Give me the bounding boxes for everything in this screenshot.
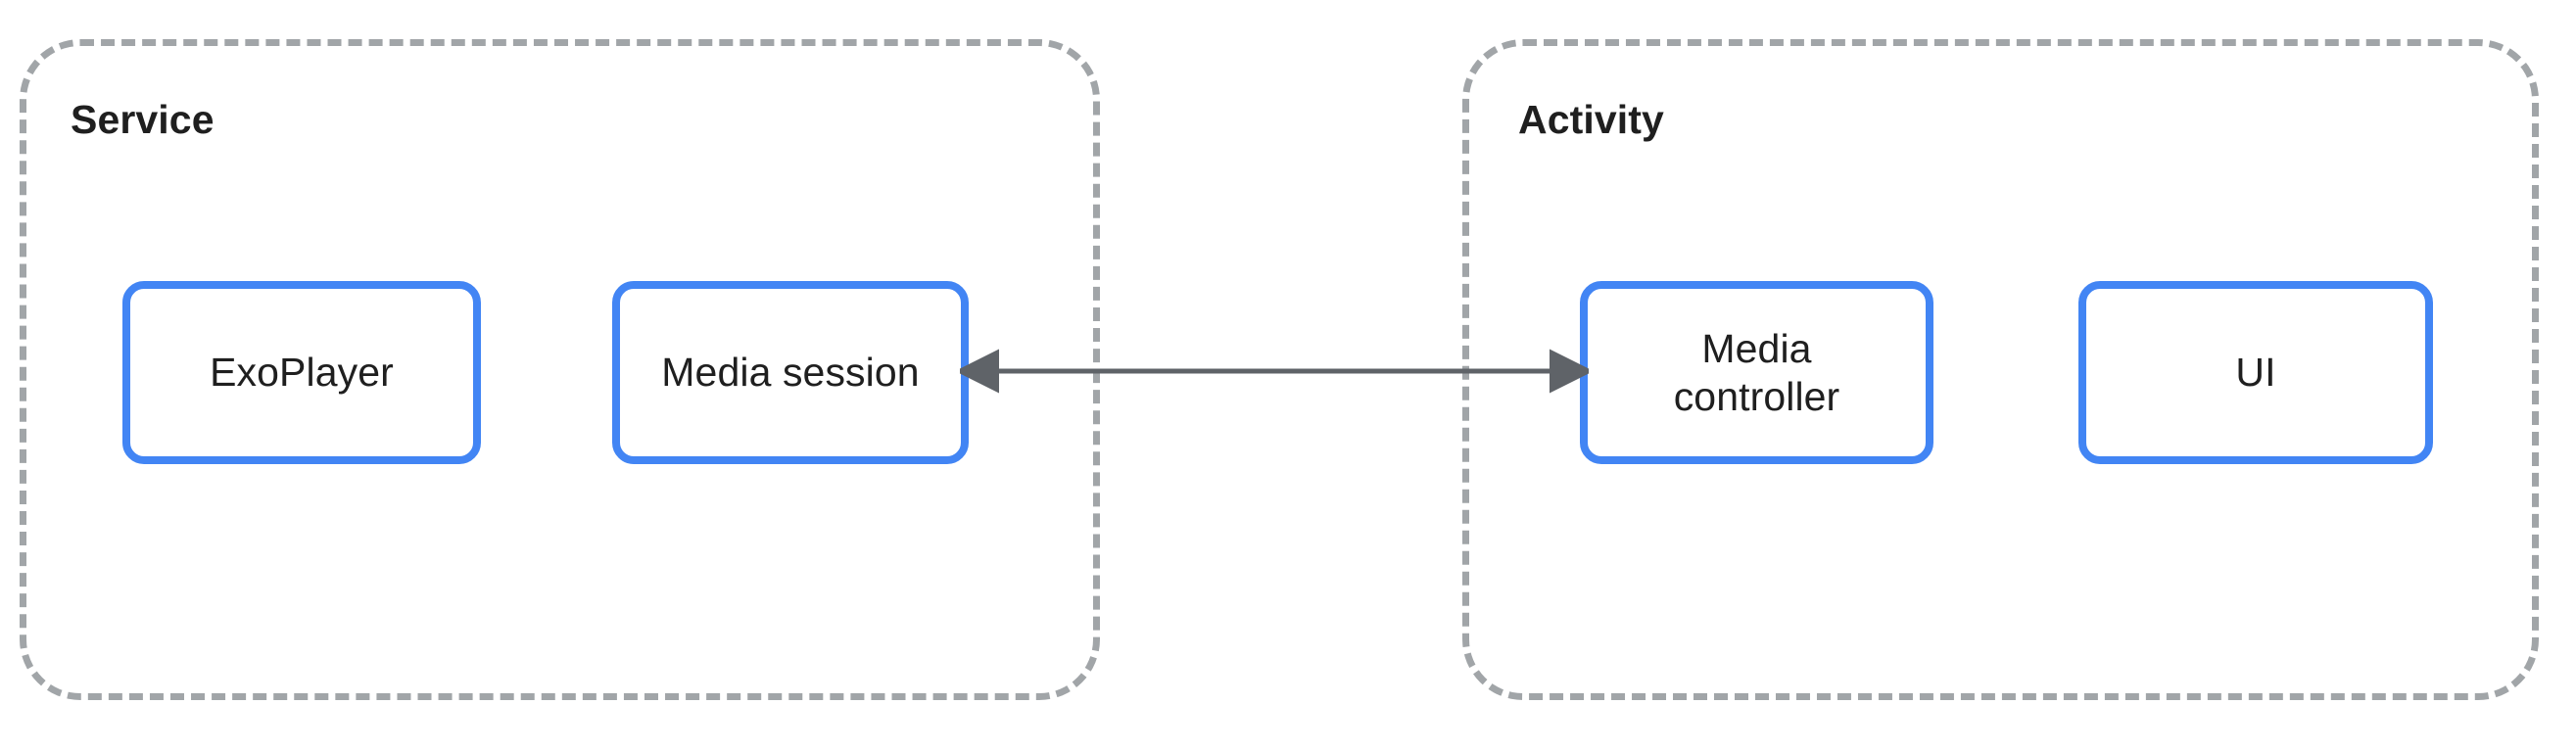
component-label-media-controller-line1: Media (1701, 326, 1812, 372)
component-box-exoplayer[interactable]: ExoPlayer (122, 281, 481, 464)
component-box-media-session[interactable]: Media session (612, 281, 969, 464)
component-label-exoplayer: ExoPlayer (210, 350, 394, 396)
component-box-ui[interactable]: UI (2078, 281, 2433, 464)
container-label-service: Service (71, 97, 215, 142)
component-label-media-controller-line2: controller (1673, 373, 1840, 419)
container-label-activity: Activity (1518, 97, 1664, 142)
component-label-media-session: Media session (661, 350, 920, 396)
component-label-ui: UI (2235, 350, 2276, 396)
